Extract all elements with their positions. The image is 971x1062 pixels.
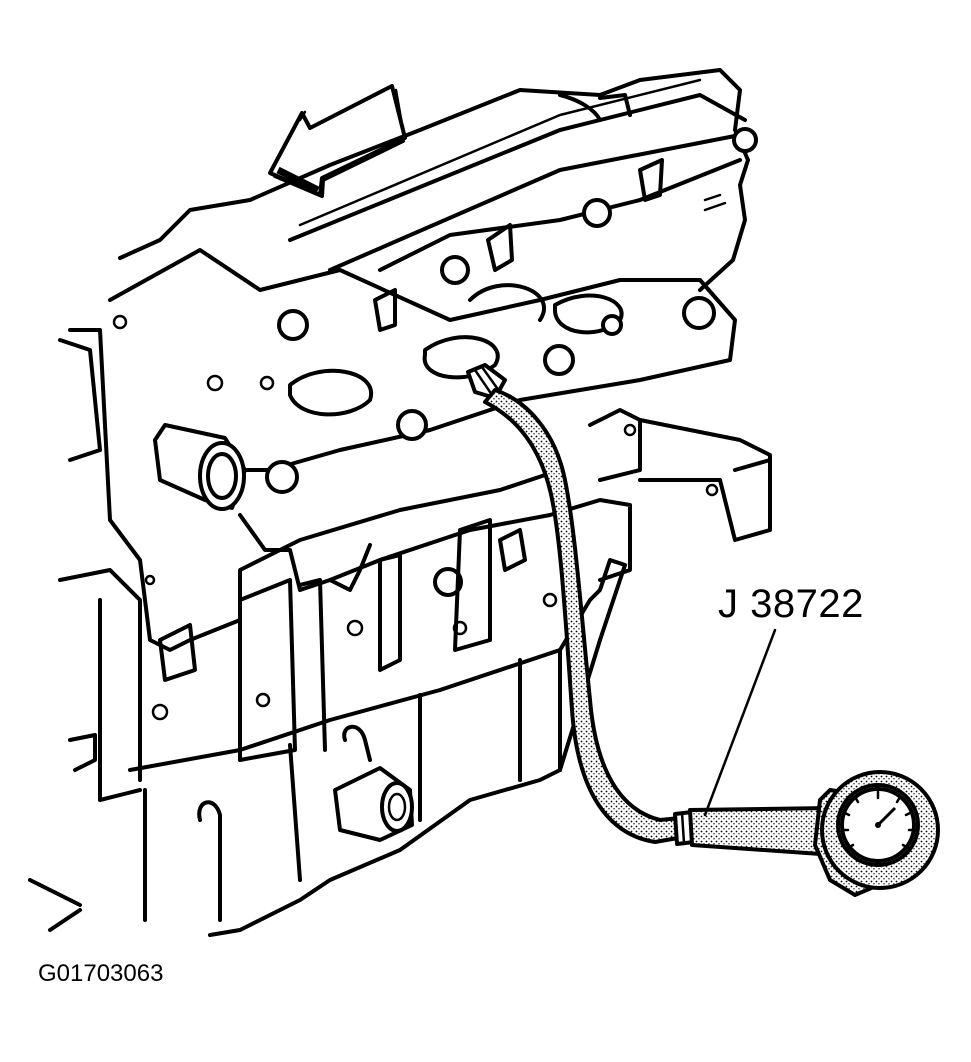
front-direction-arrow-icon xyxy=(268,84,407,198)
tool-number-label: J 38722 xyxy=(718,582,864,626)
oil-filter xyxy=(333,724,414,842)
engine-block xyxy=(28,68,772,937)
pressure-gauge-icon xyxy=(820,770,940,890)
compression-gauge-tool xyxy=(466,363,940,897)
tool-callout-leader xyxy=(703,628,777,817)
coolant-outlet-fitting xyxy=(153,423,247,511)
figure-id-label: G01703063 xyxy=(38,960,164,987)
